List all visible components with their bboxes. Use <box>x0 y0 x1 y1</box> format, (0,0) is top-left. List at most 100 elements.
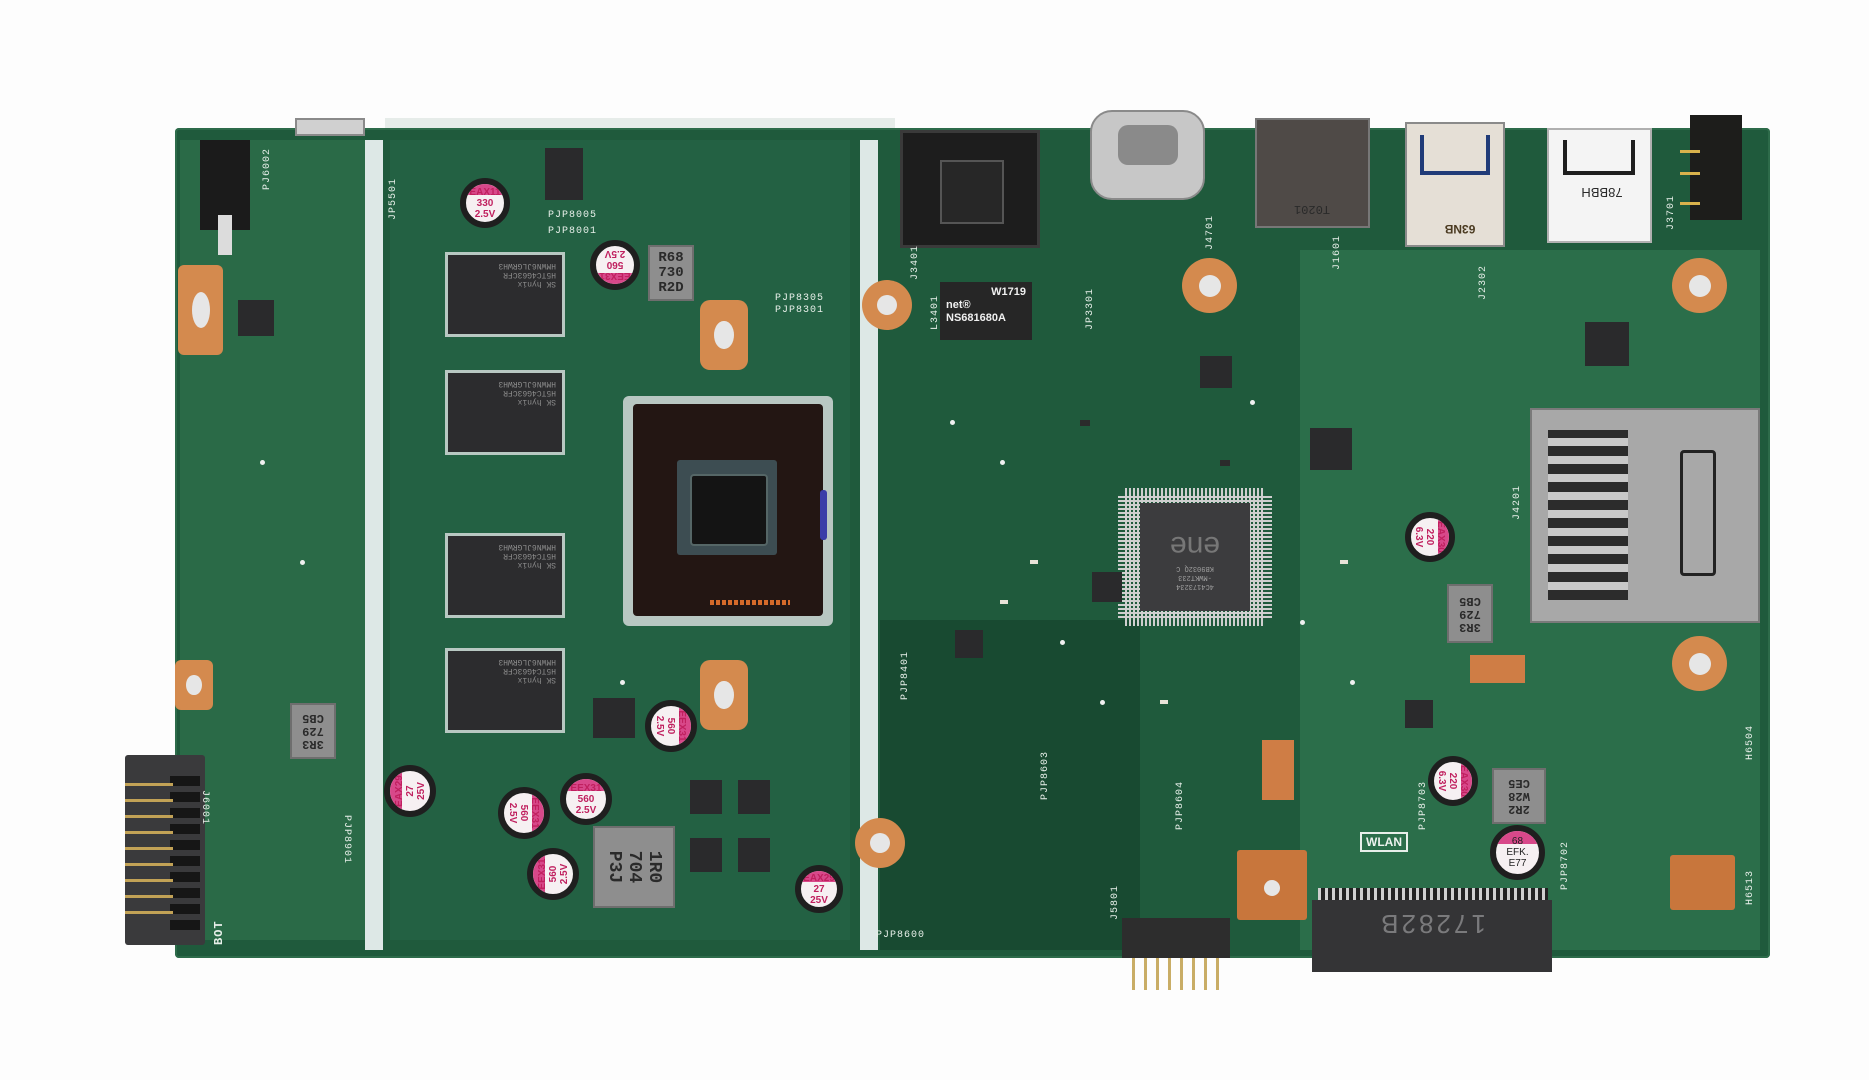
silk-pjp8604: PJP8604 <box>1175 780 1186 830</box>
usb-a-blue-marking: 63NB <box>1444 222 1476 236</box>
lan-transformer-chip: W1719 net® NS681680A <box>940 282 1032 340</box>
bios-flash-chip <box>545 148 583 200</box>
silk-j3401: J3401 <box>910 244 921 280</box>
cap-code: EAX30 <box>1458 765 1470 797</box>
ram-part: H5TC4G63CFR <box>503 388 556 397</box>
silk-h6513: H6513 <box>1745 869 1756 905</box>
silk-pjp8901: PJP8901 <box>341 815 352 865</box>
silk-pjp8401: PJP8401 <box>900 650 911 700</box>
usb-a-blue-tongue <box>1420 135 1490 175</box>
battery-pin <box>125 831 173 834</box>
silk-pjp8703: PJP8703 <box>1418 780 1429 830</box>
power-ic <box>593 698 635 738</box>
via <box>300 560 305 565</box>
via <box>950 420 955 425</box>
battery-pin <box>125 799 173 802</box>
ram-brand: SK hynix <box>517 279 556 288</box>
mounting-hole-right-top <box>1672 258 1727 313</box>
cap-code: EEX31 <box>529 797 541 829</box>
battery-pin <box>125 895 173 898</box>
cap-value: 27 <box>404 785 416 797</box>
ec-line2: -MWKT233 <box>1178 573 1212 581</box>
jack-pin <box>1680 202 1700 205</box>
via <box>620 680 625 685</box>
mounting-hole-mid-top <box>862 280 912 330</box>
via <box>1300 620 1305 625</box>
header-pin <box>1204 958 1207 990</box>
shield-edge <box>385 118 895 128</box>
cap-code: EEX31 <box>536 858 548 890</box>
ram-line3: HMWN6JLGRWH3 <box>498 542 556 551</box>
header-pin <box>1192 958 1195 990</box>
silk-pjp8001: PJP8001 <box>548 226 598 237</box>
ram-chip-3: HMWN6JLGRWH3 H5TC4G63CFR SK hynix <box>445 533 565 618</box>
small-ic <box>1092 572 1122 602</box>
mounting-hole-left-bottom <box>175 660 213 710</box>
wlan-mount-hole <box>1252 868 1292 908</box>
silk-pj6002: PJ6002 <box>262 147 273 190</box>
cpu-contact-row <box>710 600 790 605</box>
shield-strip-right <box>860 140 878 950</box>
cap-value: 560 <box>606 259 624 271</box>
smd-pad-array <box>1470 655 1525 683</box>
smd-component <box>1030 560 1038 564</box>
cap-value: 27 <box>813 883 825 895</box>
small-ic <box>1200 356 1232 388</box>
cap-value: 220 <box>1424 528 1436 546</box>
cap-voltage: 2.5V <box>604 248 626 260</box>
ene-embedded-controller: 4C4173234 -MWKT233 KB9032Q C ene <box>1140 503 1250 611</box>
silk-jp3301: JP3301 <box>1085 287 1096 330</box>
power-mosfet <box>738 838 770 872</box>
cap-voltage: 2.5V <box>558 863 570 885</box>
power-mosfet <box>690 838 722 872</box>
cap-code: EAX29 <box>393 775 405 807</box>
silk-pjp8005: PJP8005 <box>548 210 598 221</box>
cap-voltage: 6.3V <box>1436 770 1448 792</box>
cap-value: 560 <box>518 804 530 822</box>
cap-voltage: 25V <box>415 782 427 800</box>
smd-component <box>1160 700 1168 704</box>
silk-j2301: J2302 <box>1478 264 1489 300</box>
right-bottom-pad <box>1670 855 1735 910</box>
inductor-3r3-left: 3R3 729 CB5 <box>290 703 336 759</box>
cap-code: EAX11 <box>469 186 501 198</box>
cap-value: 560 <box>665 717 677 735</box>
ram-chip-2: HMWN6JLGRWH3 H5TC4G63CFR SK hynix <box>445 370 565 455</box>
transformer-part: NS681680A <box>946 312 1006 324</box>
ram-line3: HMWN6JLGRWH3 <box>498 657 556 666</box>
cap-voltage: 2.5V <box>474 208 496 220</box>
hdmi-port[interactable] <box>1255 118 1370 228</box>
usb-a-white-tongue <box>1563 140 1635 175</box>
battery-pin <box>125 815 173 818</box>
cap-code: EAX30 <box>1435 521 1447 553</box>
mounting-hole-cpu-bottom <box>700 660 748 730</box>
ec-line3: 4C4173234 <box>1176 582 1214 590</box>
bottom-pin-header[interactable] <box>1122 918 1230 958</box>
cpu-blue-marker <box>820 490 827 540</box>
via <box>1350 680 1355 685</box>
hdmi-marking: T0201 <box>1294 202 1331 216</box>
cap-code: EEX31 <box>570 782 602 794</box>
cap-voltage: 6.3V <box>1413 526 1425 548</box>
cap-voltage: 2.5V <box>654 715 666 737</box>
smd-component <box>1220 460 1230 466</box>
smd-component <box>1340 560 1348 564</box>
ec-brand: ene <box>1169 530 1221 563</box>
ram-line3: HMWN6JLGRWH3 <box>498 379 556 388</box>
ram-part: H5TC4G63CFR <box>503 270 556 279</box>
silk-pjp8702: PJP8702 <box>1560 840 1571 890</box>
smd-component <box>1080 420 1090 426</box>
ram-brand: SK hynix <box>517 397 556 406</box>
power-mosfet <box>738 780 770 814</box>
silk-l3401: L3401 <box>930 294 941 330</box>
silk-pjp8603: PJP8603 <box>1040 750 1051 800</box>
ram-part: H5TC4G63CFR <box>503 551 556 560</box>
header-pin <box>1216 958 1219 990</box>
cap-code: EEX31 <box>676 710 688 742</box>
m2-wlan-slot[interactable]: 17282B <box>1312 900 1552 972</box>
